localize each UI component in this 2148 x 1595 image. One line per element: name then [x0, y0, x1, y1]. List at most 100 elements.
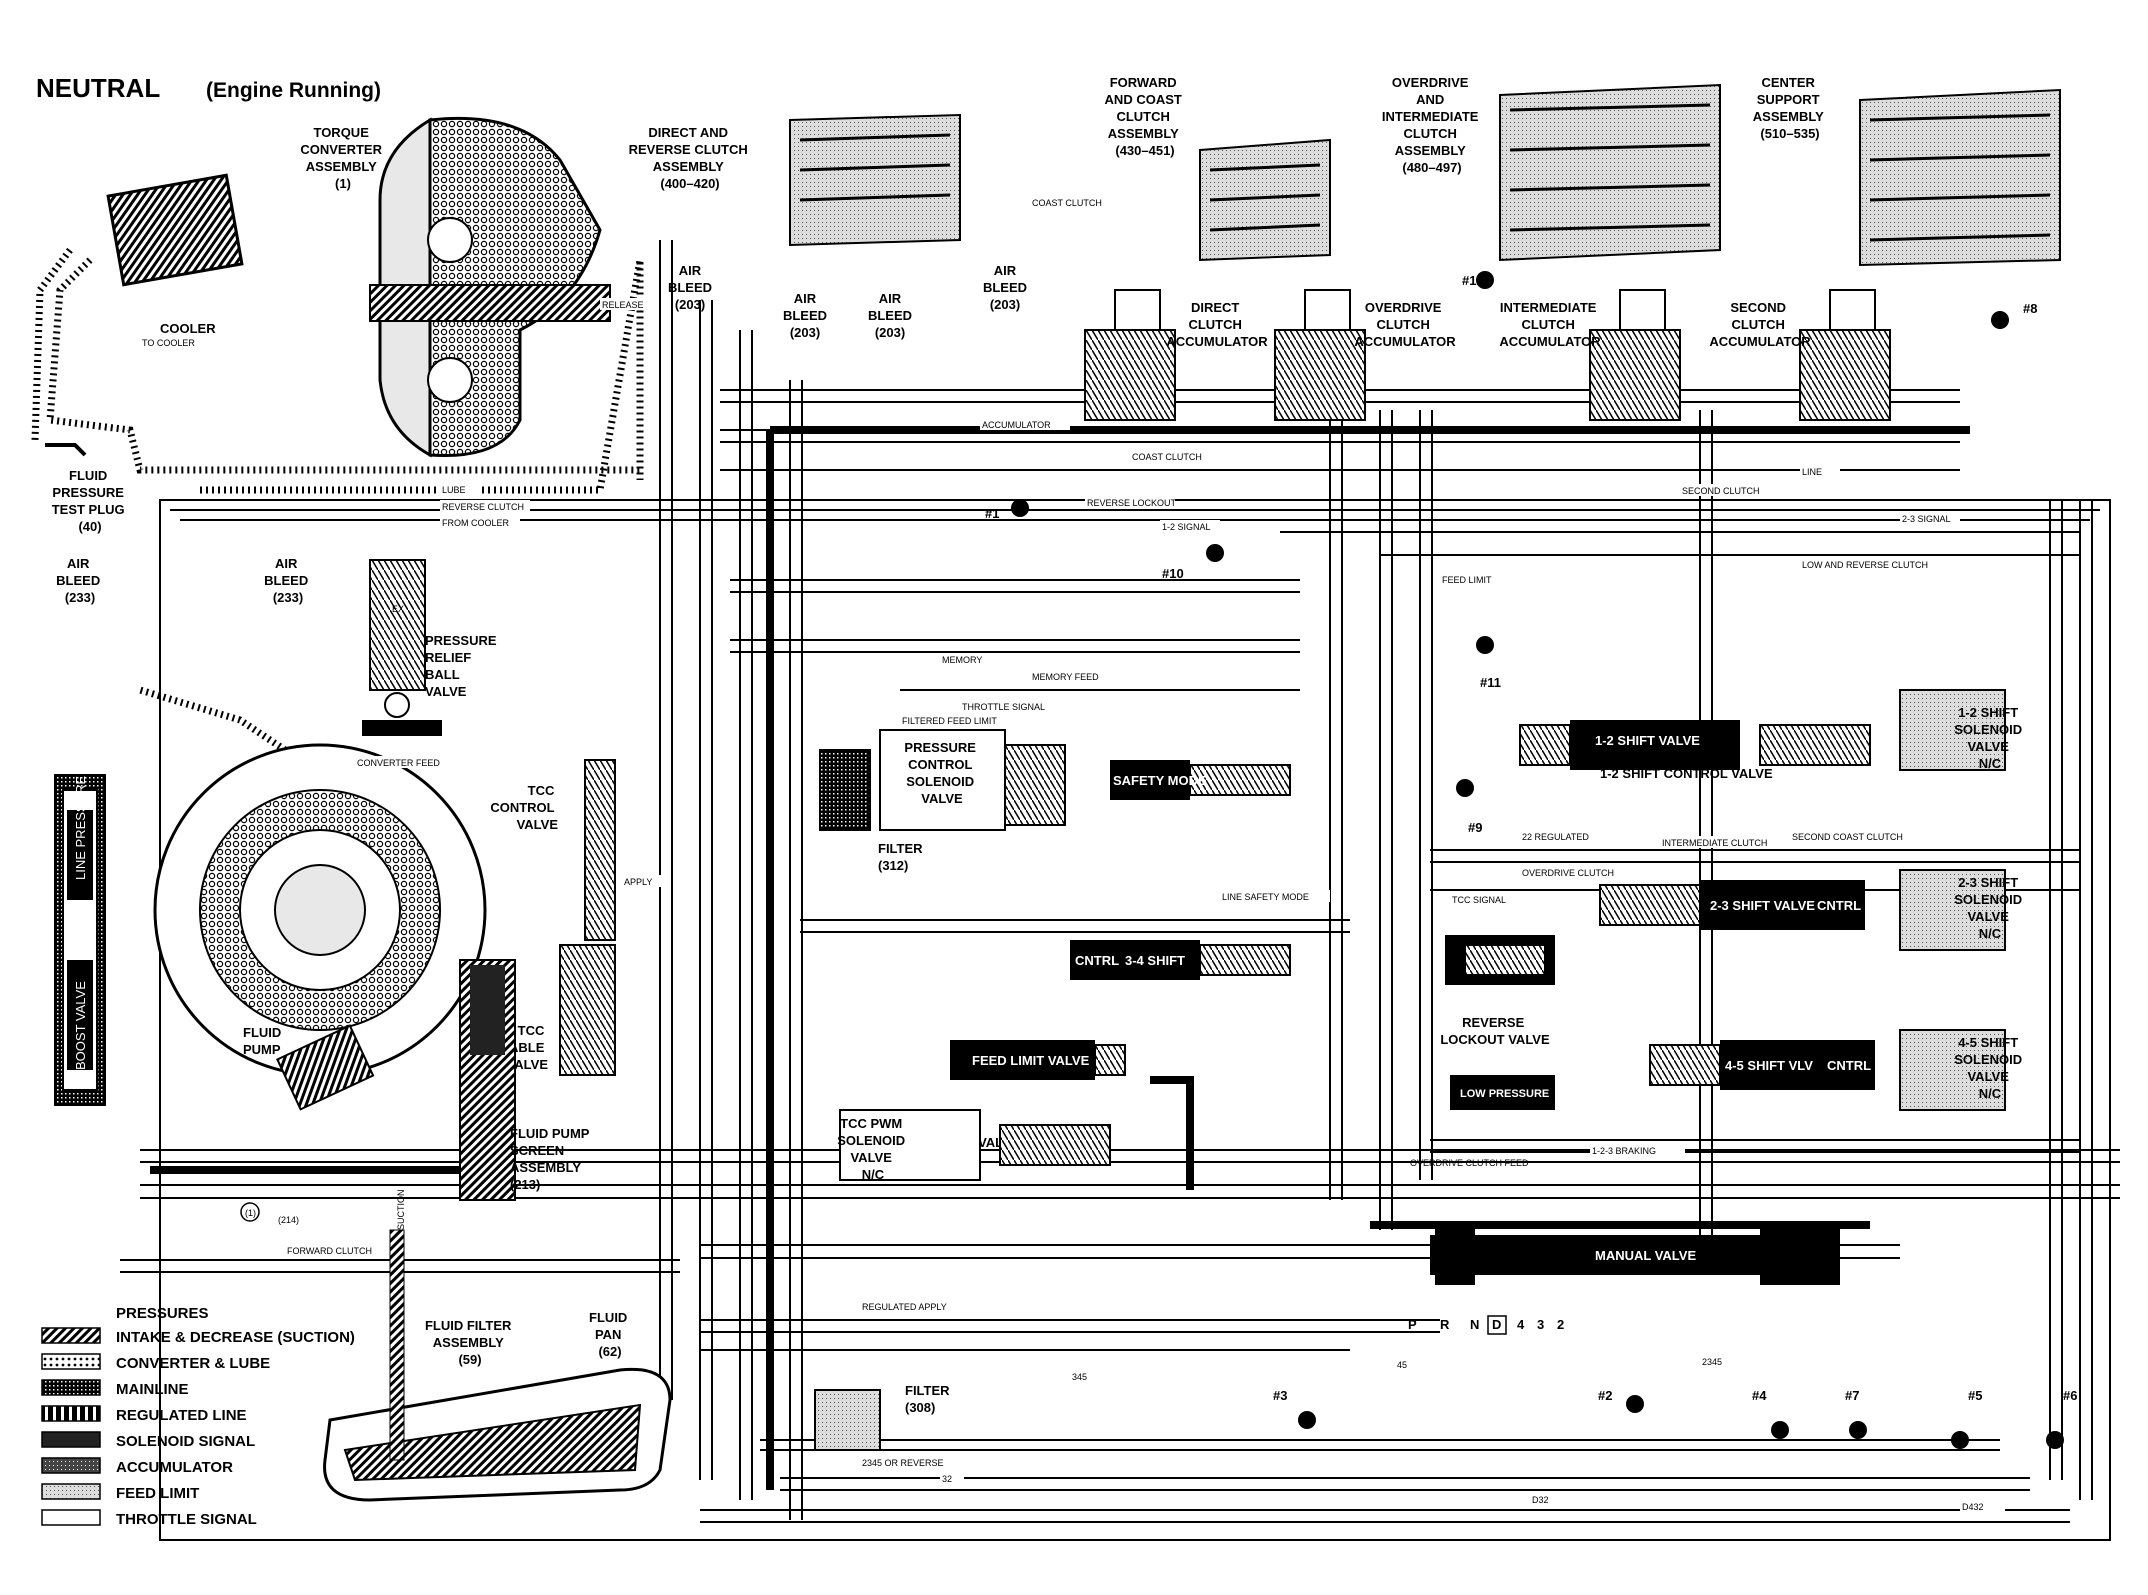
pressure-control-label: PRESSURE CONTROL SOLENOID VALVE: [904, 740, 979, 806]
gear-d: D: [1492, 1317, 1501, 1332]
legend-item-regulated-line: REGULATED LINE: [41, 1405, 247, 1424]
svg-text:INTAKE & DECREASE (SUCTION): INTAKE & DECREASE (SUCTION): [116, 1329, 355, 1346]
svg-text:TO COOLER: TO COOLER: [142, 338, 195, 348]
filter-assembly-label: FLUID FILTER ASSEMBLY (59): [425, 1318, 515, 1367]
svg-text:OVERDRIVE CLUTCH: OVERDRIVE CLUTCH: [1522, 868, 1614, 878]
torque-converter-label: TORQUE CONVERTER ASSEMBLY (1): [300, 125, 385, 191]
gear-p: P: [1408, 1317, 1417, 1332]
passage-45: 45: [1395, 1358, 1419, 1370]
check-ball-5: #5: [1951, 1388, 1982, 1449]
gear-r: R: [1440, 1317, 1450, 1332]
passage-to-cooler: TO COOLER: [140, 336, 208, 348]
svg-text:MEMORY FEED: MEMORY FEED: [1032, 672, 1099, 682]
svg-text:OVERDRIVE CLUTCH FEED: OVERDRIVE CLUTCH FEED: [1410, 1158, 1529, 1168]
direct-reverse-label: DIRECT AND REVERSE CLUTCH ASSEMBLY (400–…: [629, 125, 752, 191]
svg-text:#7: #7: [1845, 1388, 1859, 1403]
svg-text:2345 OR REVERSE: 2345 OR REVERSE: [862, 1458, 944, 1468]
diagram-subtitle: (Engine Running): [206, 79, 381, 102]
svg-text:COAST CLUTCH: COAST CLUTCH: [1132, 452, 1202, 462]
svg-text:MAINLINE: MAINLINE: [116, 1381, 189, 1398]
gear-positions: P R N D 4 3 2: [1408, 1315, 1564, 1335]
check-ball-2: #2: [1598, 1388, 1644, 1413]
legend-item-suction: INTAKE & DECREASE (SUCTION): [41, 1327, 355, 1346]
check-ball-12: #12: [1462, 271, 1494, 289]
fluid-pan: FLUID FILTER ASSEMBLY (59) FLUID PAN (62…: [323, 1229, 672, 1502]
reverse-lockout-label: REVERSE LOCKOUT VALVE: [1440, 1015, 1550, 1047]
svg-text:SECOND CLUTCH: SECOND CLUTCH: [1682, 486, 1760, 496]
shift-23-cntrl-label: CNTRL: [1817, 898, 1861, 913]
manual-valve-label: MANUAL VALVE: [1595, 1248, 1696, 1263]
legend-item-mainline: MAINLINE: [41, 1379, 189, 1398]
pressure-relief-ball-valve: PRESSURE RELIEF BALL VALVE: [362, 559, 497, 736]
legend-title: PRESSURES: [116, 1305, 209, 1322]
passage-coast-clutch-2: COAST CLUTCH: [1130, 450, 1210, 462]
overdrive-clutch-accumulator: OVERDRIVE CLUTCH ACCUMULATOR: [1274, 289, 1456, 421]
passage-22-regulated: 22 REGULATED: [1520, 830, 1615, 842]
air-bleed-233-left-label: AIR BLEED (233): [56, 556, 104, 605]
passage-23-signal: 2-3 SIGNAL: [1900, 512, 1960, 524]
passage-reverse-clutch: REVERSE CLUTCH: [440, 500, 530, 512]
cooler-label: COOLER: [160, 321, 216, 336]
svg-text:LINE: LINE: [1802, 467, 1822, 477]
svg-text:SECOND COAST CLUTCH: SECOND COAST CLUTCH: [1792, 832, 1903, 842]
low-pressure-label: LOW PRESSURE: [1460, 1088, 1549, 1100]
shift-45-valve: 4-5 SHIFT VLV CNTRL: [1649, 1040, 1875, 1090]
passage-12-signal: 1-2 SIGNAL: [1160, 520, 1220, 532]
svg-text:SUCTION: SUCTION: [396, 1190, 406, 1231]
feed-limit-valve-label: FEED LIMIT VALVE: [972, 1053, 1090, 1068]
center-support-label: CENTER SUPPORT ASSEMBLY (510–535): [1753, 75, 1827, 141]
cooler: COOLER: [106, 173, 244, 336]
check-ball-6: #6: [2046, 1388, 2077, 1449]
svg-text:#9: #9: [1468, 820, 1482, 835]
svg-text:RELEASE: RELEASE: [602, 300, 644, 310]
filter-308-label: FILTER (308): [905, 1383, 953, 1415]
svg-text:THROTTLE SIGNAL: THROTTLE SIGNAL: [116, 1511, 257, 1528]
svg-text:#11: #11: [1480, 675, 1501, 690]
passage-intermediate-clutch: INTERMEDIATE CLUTCH: [1660, 836, 1790, 848]
passage-network: [120, 240, 2120, 1541]
legend-item-throttle-signal: THROTTLE SIGNAL: [41, 1509, 257, 1528]
passage-d32: D32: [1530, 1493, 1570, 1505]
svg-text:D32: D32: [1532, 1495, 1549, 1505]
passage-2345-or-reverse: 2345 OR REVERSE: [860, 1456, 980, 1468]
check-ball-11: #11: [1476, 636, 1501, 690]
passage-line-safety-mode: LINE SAFETY MODE: [1220, 890, 1330, 902]
passage-release: RELEASE: [600, 298, 655, 310]
passage-converter-feed: CONVERTER FEED: [355, 756, 455, 768]
torque-converter-assembly: [369, 116, 611, 458]
svg-text:#4: #4: [1752, 1388, 1767, 1403]
svg-text:1-2 SIGNAL: 1-2 SIGNAL: [1162, 522, 1211, 532]
passage-32: 32: [940, 1472, 964, 1484]
pump-screen-label: FLUID PUMP SCREEN ASSEMBLY (213): [510, 1126, 593, 1192]
overdrive-accumulator-label: OVERDRIVE CLUTCH ACCUMULATOR: [1354, 300, 1456, 349]
check-ball-4: #4: [1752, 1388, 1789, 1439]
svg-text:LINE SAFETY MODE: LINE SAFETY MODE: [1222, 892, 1309, 902]
legend-item-converter-lube: CONVERTER & LUBE: [41, 1353, 270, 1372]
forward-coast-clutch-assembly: [1199, 138, 1331, 262]
low-pressure-valve: LOW PRESSURE: [1450, 1075, 1555, 1110]
passage-accumulator: ACCUMULATOR: [980, 418, 1070, 430]
passage-tcc-signal: TCC SIGNAL: [1450, 893, 1520, 905]
direct-reverse-clutch-assembly: [789, 113, 961, 247]
svg-text:#12: #12: [1462, 273, 1484, 288]
manual-valve: MANUAL VALVE P R N D 4 3 2: [1408, 1225, 1840, 1335]
svg-text:CONVERTER & LUBE: CONVERTER & LUBE: [116, 1355, 270, 1372]
svg-text:#10: #10: [1162, 566, 1184, 581]
svg-text:345: 345: [1072, 1372, 1087, 1382]
passage-memory: MEMORY: [940, 653, 995, 665]
shift-12-control-label: 1-2 SHIFT CONTROL VALVE: [1600, 766, 1773, 781]
svg-text:FORWARD CLUTCH: FORWARD CLUTCH: [287, 1246, 372, 1256]
svg-text:INTERMEDIATE CLUTCH: INTERMEDIATE CLUTCH: [1662, 838, 1767, 848]
center-support-assembly: [1859, 88, 2061, 267]
safety-mode-valve: SAFETY MODE: [1110, 760, 1291, 800]
filter-308: FILTER (308): [814, 1383, 953, 1451]
passage-suction: SUCTION: [396, 1190, 406, 1231]
shift-23-valve: 2-3 SHIFT VALVE CNTRL: [1599, 880, 1865, 930]
passage-overdrive-clutch-feed: OVERDRIVE CLUTCH FEED: [1410, 1158, 1529, 1168]
feed-limit-valve: FEED LIMIT VALVE: [950, 1040, 1126, 1080]
shift-34-valve: CNTRL 3-4 SHIFT: [1070, 940, 1291, 980]
svg-text:THROTTLE SIGNAL: THROTTLE SIGNAL: [962, 702, 1045, 712]
line-pressure-regulator: BOOST VALVE LINE PRESSURE VALVE: [54, 732, 106, 1106]
